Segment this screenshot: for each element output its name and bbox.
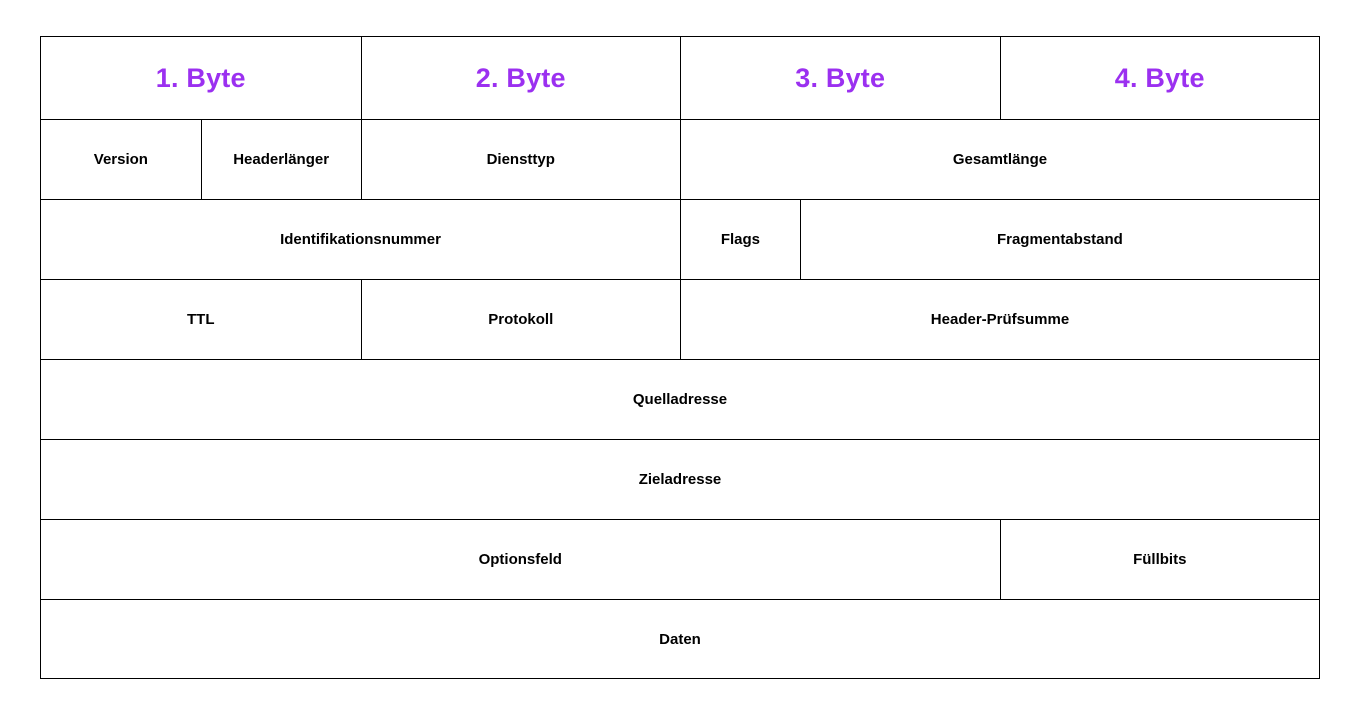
field-cell-destination-address: Zieladresse bbox=[41, 440, 1319, 519]
byte-header-cell-3: 3. Byte bbox=[680, 37, 1000, 119]
field-cell-version: Version bbox=[41, 120, 201, 199]
header-field-row-6: Optionsfeld Füllbits bbox=[40, 519, 1320, 599]
field-label-header-checksum: Header-Prüfsumme bbox=[930, 311, 1070, 328]
field-cell-total-length: Gesamtlänge bbox=[680, 120, 1319, 199]
field-cell-flags: Flags bbox=[680, 200, 800, 279]
field-cell-header-length: Headerlänger bbox=[200, 120, 361, 199]
field-label-total-length: Gesamtlänge bbox=[952, 151, 1048, 168]
field-label-ttl: TTL bbox=[187, 311, 215, 328]
byte-header-row: 1. Byte 2. Byte 3. Byte 4. Byte bbox=[40, 36, 1320, 119]
field-label-protocol: Protokoll bbox=[488, 311, 554, 328]
field-label-flags: Flags bbox=[720, 231, 760, 248]
byte-header-label-4: 4. Byte bbox=[1114, 62, 1205, 93]
field-label-fragment-offset: Fragmentabstand bbox=[996, 231, 1123, 248]
header-field-row-5: Zieladresse bbox=[40, 439, 1320, 519]
field-label-destination-address: Zieladresse bbox=[638, 471, 722, 488]
ipv4-header-diagram: 1. Byte 2. Byte 3. Byte 4. Byte Version … bbox=[40, 36, 1320, 680]
field-label-options: Optionsfeld bbox=[478, 551, 562, 568]
field-cell-data: Daten bbox=[41, 600, 1319, 678]
field-label-data: Daten bbox=[659, 630, 701, 648]
byte-header-label-1: 1. Byte bbox=[155, 62, 246, 93]
field-label-service-type: Diensttyp bbox=[486, 151, 555, 168]
byte-header-cell-4: 4. Byte bbox=[999, 37, 1320, 119]
field-label-identification: Identifikationsnummer bbox=[280, 231, 441, 248]
field-cell-source-address: Quelladresse bbox=[41, 360, 1319, 439]
field-label-source-address: Quelladresse bbox=[632, 391, 728, 408]
header-field-row-4: Quelladresse bbox=[40, 359, 1320, 439]
field-cell-options: Optionsfeld bbox=[41, 520, 1000, 599]
field-cell-header-checksum: Header-Prüfsumme bbox=[680, 280, 1319, 359]
field-label-header-length: Headerlänger bbox=[233, 151, 330, 168]
header-field-row-2: Identifikationsnummer Flags Fragmentabst… bbox=[40, 199, 1320, 279]
field-cell-identification: Identifikationsnummer bbox=[41, 200, 680, 279]
field-cell-service-type: Diensttyp bbox=[360, 120, 681, 199]
header-field-row-7: Daten bbox=[40, 599, 1320, 679]
field-cell-ttl: TTL bbox=[41, 280, 361, 359]
field-cell-protocol: Protokoll bbox=[360, 280, 681, 359]
field-label-padding: Füllbits bbox=[1133, 551, 1187, 568]
field-cell-padding: Füllbits bbox=[999, 520, 1320, 599]
field-cell-fragment-offset: Fragmentabstand bbox=[799, 200, 1319, 279]
byte-header-cell-1: 1. Byte bbox=[41, 37, 361, 119]
header-field-row-3: TTL Protokoll Header-Prüfsumme bbox=[40, 279, 1320, 359]
byte-header-label-3: 3. Byte bbox=[795, 62, 886, 93]
byte-header-label-2: 2. Byte bbox=[475, 62, 566, 93]
field-label-version: Version bbox=[93, 151, 148, 168]
byte-header-cell-2: 2. Byte bbox=[360, 37, 681, 119]
header-field-row-1: Version Headerlänger Diensttyp Gesamtlän… bbox=[40, 119, 1320, 199]
